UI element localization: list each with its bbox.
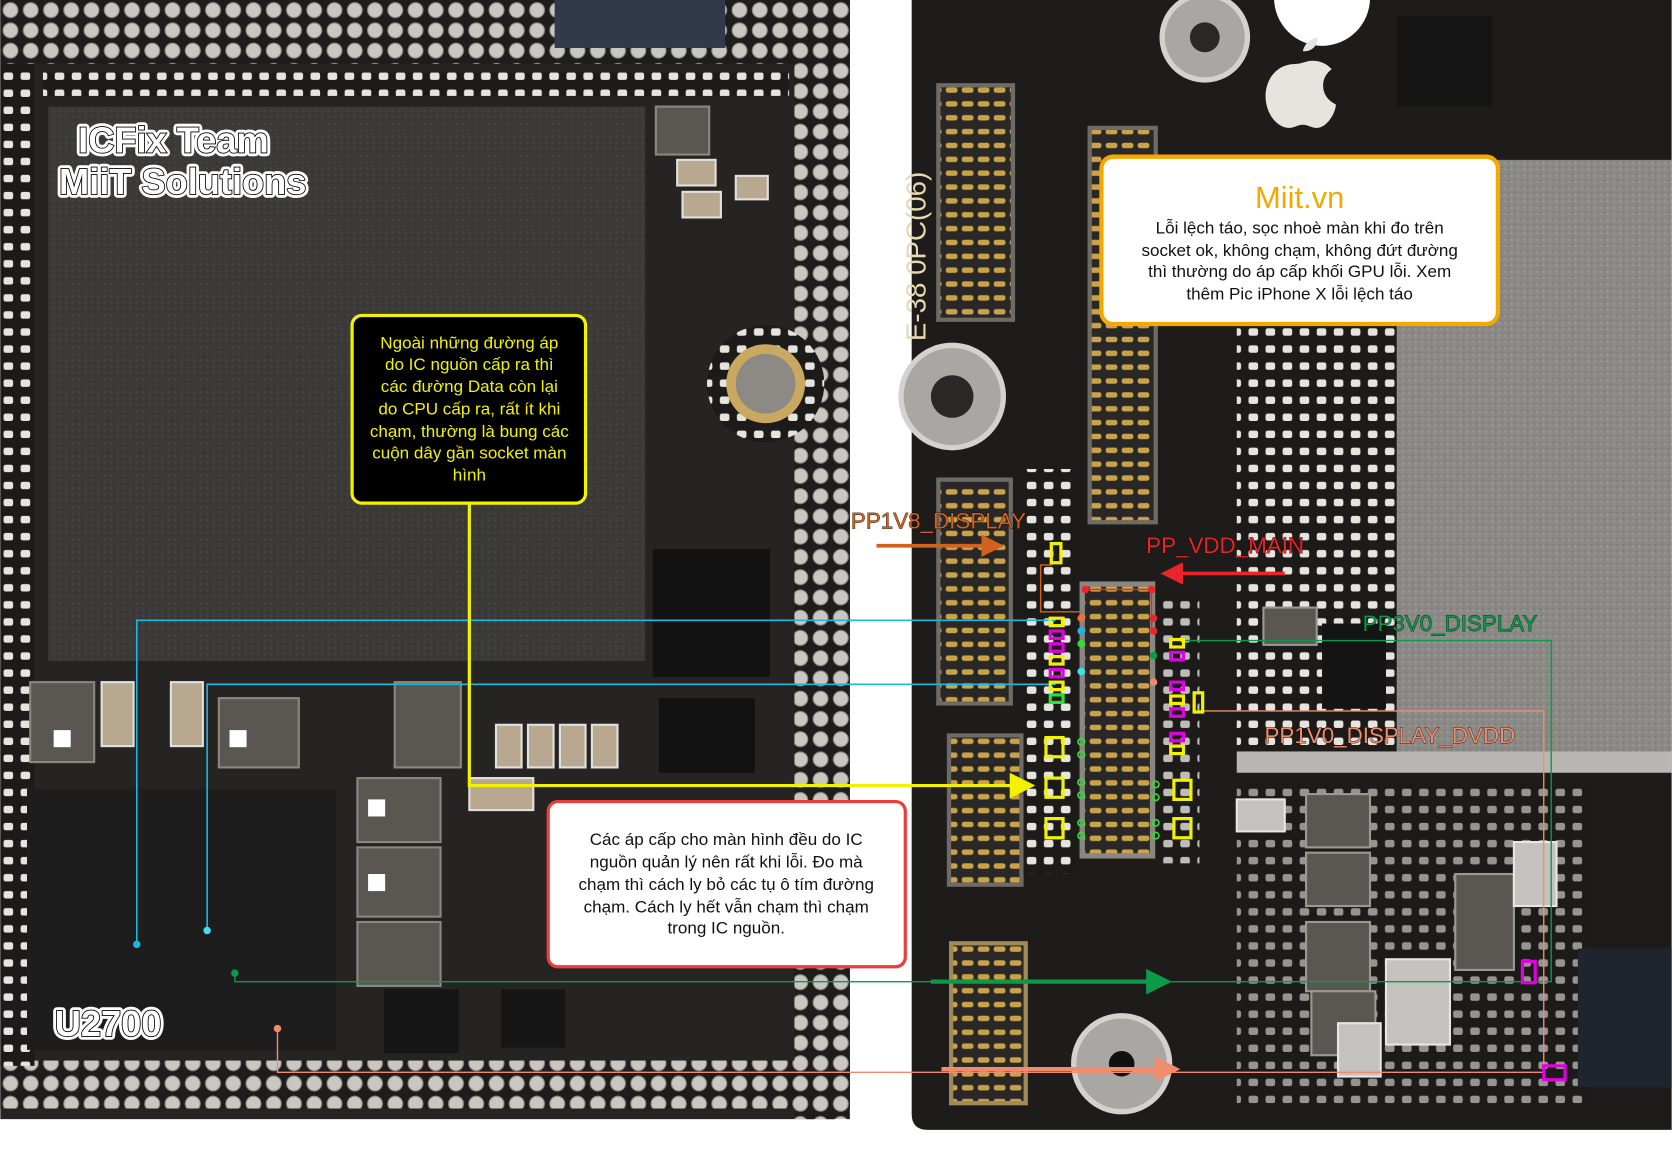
connector [936,477,1013,706]
screw [898,342,1007,451]
svg-text:nguồn quản lý nên rất khi lỗi.: nguồn quản lý nên rất khi lỗi. Đo mà [590,853,863,872]
standoff-ring [707,325,825,443]
connector [936,83,1016,322]
svg-text:Ngoài những đường áp: Ngoài những đường áp [380,334,558,353]
svg-text:ICFix Team: ICFix Team [78,119,269,160]
connector [946,733,1024,887]
chip-label-u2700: U2700 U2700 [51,999,165,1047]
svg-text:Lỗi lệch táo, sọc nhoè màn khi: Lỗi lệch táo, sọc nhoè màn khi đo trên [1156,218,1444,237]
svg-text:các đường Data còn lại: các đường Data còn lại [381,377,558,396]
display-socket [1079,581,1156,859]
net-label-pp-vdd-main: PP_VDD_MAIN [1146,533,1304,558]
connector [948,941,1028,1106]
net-label-pp1v8-display: PP1V8_DISPLAY [851,509,1026,534]
svg-text:cuộn dây gần socket màn: cuộn dây gần socket màn [372,443,566,462]
watermark: ICFix Team ICFix Team MiiT Solutions Mii… [55,116,310,206]
svg-text:do CPU cấp ra, rất ít khi: do CPU cấp ra, rất ít khi [378,400,560,419]
svg-text:chạm. Cách ly hết vẫn chạm thì: chạm. Cách ly hết vẫn chạm thì chạm [584,897,869,916]
yellow-note-callout: Ngoài những đường áp do IC nguồn cấp ra … [350,313,588,505]
test-point-markers [1044,541,1567,1082]
svg-text:socket ok, không chạm, không đ: socket ok, không chạm, không đứt đường [1141,241,1457,260]
svg-text:MiiT Solutions: MiiT Solutions [59,161,306,202]
red-note-callout: Các áp cấp cho màn hình đều do IC nguồn … [546,799,907,969]
screw [1071,1013,1173,1115]
silkscreen-label: E-38 0PC(06) [901,172,932,341]
screw [1159,0,1251,83]
svg-text:chạm, thường là bung các: chạm, thường là bung các [370,422,569,441]
svg-text:hình: hình [453,466,486,485]
net-label-pp3v0-display: PP3V0_DISPLAY [1363,611,1538,636]
pin-dots [1077,585,1160,840]
miit-title: Miit.vn [1255,180,1344,215]
svg-text:do IC nguồn cấp ra thì: do IC nguồn cấp ra thì [385,355,554,374]
trace-lines [133,503,1552,1082]
svg-text:U2700: U2700 [55,1003,162,1044]
svg-text:thì thường do áp cấp khối GPU: thì thường do áp cấp khối GPU lỗi. Xem [1148,262,1451,281]
svg-text:chạm thì cách ly bỏ các tụ ô t: chạm thì cách ly bỏ các tụ ô tím đường [578,875,873,894]
miit-note-callout: Miit.vn Lỗi lệch táo, sọc nhoè màn khi đ… [1099,154,1501,327]
pmic-chip-u2700 [27,788,337,1050]
apple-logo-icon [1265,37,1336,128]
svg-text:U2700: U2700 [55,1003,162,1044]
svg-text:trong IC nguồn.: trong IC nguồn. [667,919,785,938]
svg-text:thêm Pic iPhone X lỗi lệch táo: thêm Pic iPhone X lỗi lệch táo [1186,285,1412,304]
svg-text:Các áp cấp cho màn hình đều do: Các áp cấp cho màn hình đều do IC [590,830,863,849]
svg-text:MiiT Solutions: MiiT Solutions [59,161,306,202]
net-label-pp1v0-display-dvdd: PP1V0_DISPLAY_DVDD [1264,723,1515,748]
left-board [0,0,850,1120]
svg-text:ICFix Team: ICFix Team [78,119,269,160]
